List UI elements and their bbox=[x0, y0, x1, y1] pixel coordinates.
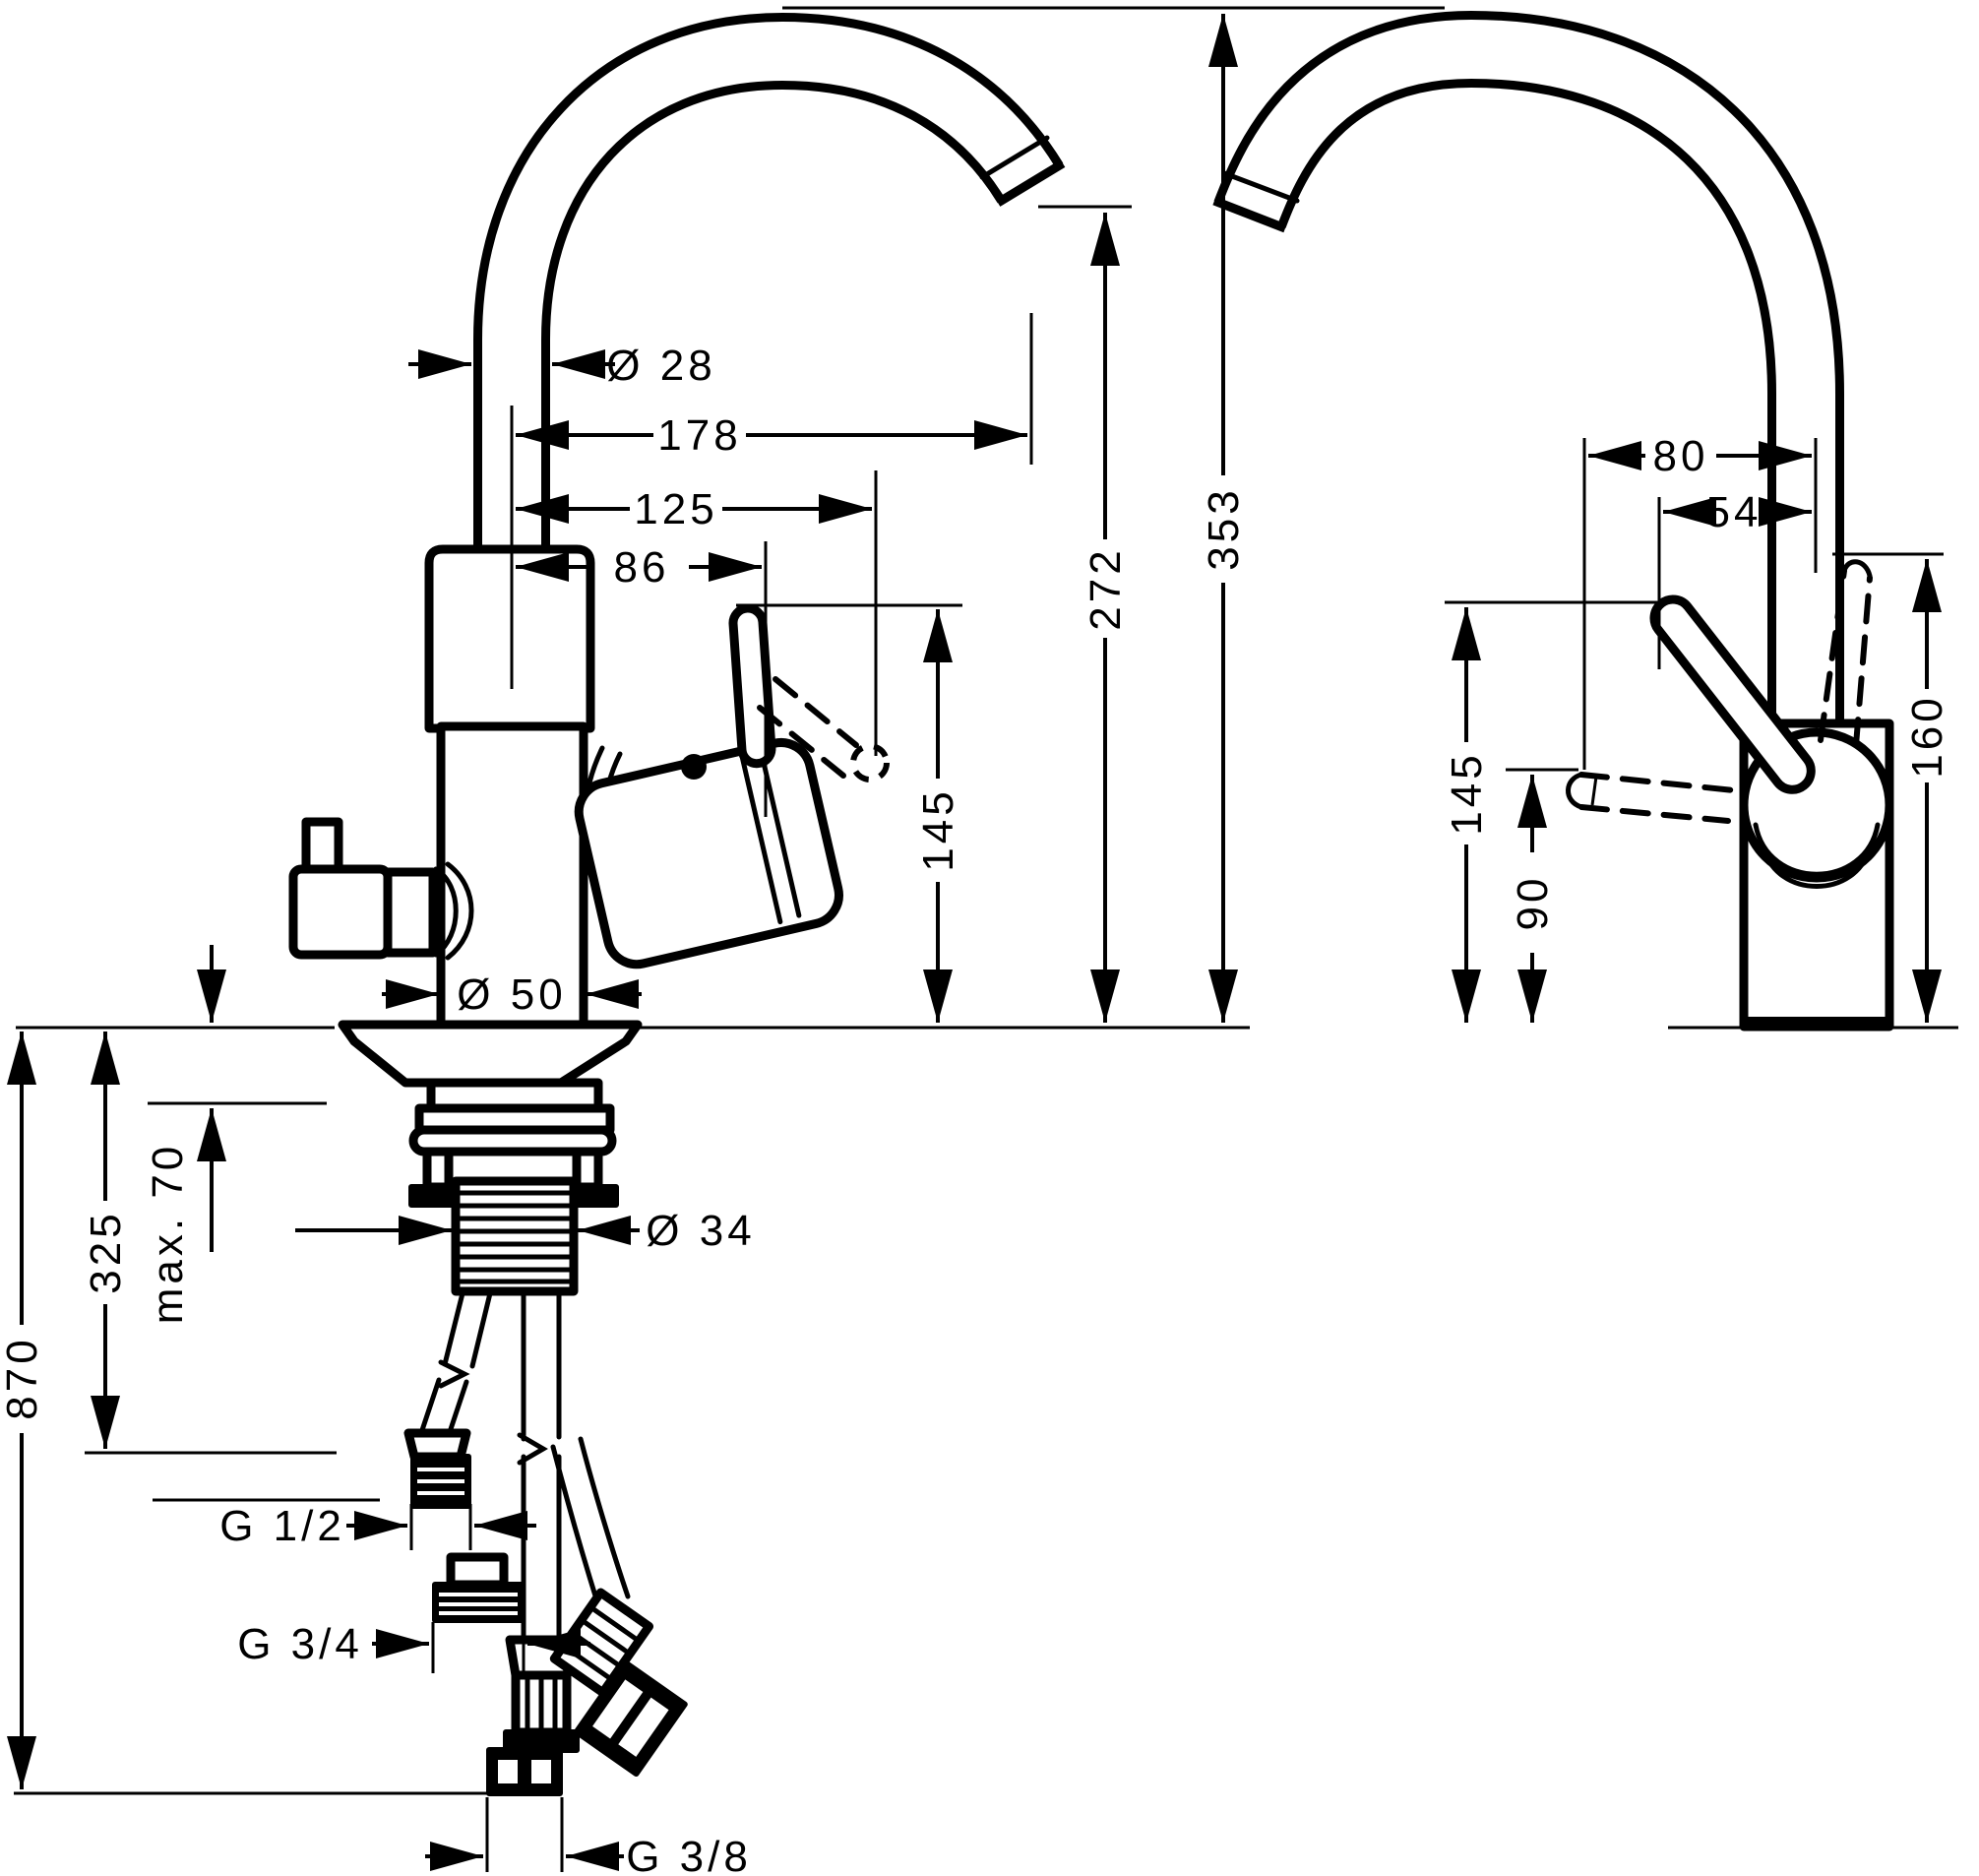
aerator-band-side bbox=[1221, 170, 1300, 204]
reference-lines bbox=[14, 6, 1958, 1872]
escutcheon bbox=[338, 1020, 643, 1088]
dimension-spout-outlet-height: 272 bbox=[1082, 213, 1130, 1023]
spout-side bbox=[1212, 10, 1844, 733]
dim-label-handle-top-height: 160 bbox=[1903, 694, 1951, 778]
dim-label-side-handle-offset: 80 bbox=[1653, 432, 1709, 480]
dimension-lever-height-front: 145 bbox=[914, 609, 962, 1023]
dimension-max-counter-thickness: max. 70 bbox=[144, 945, 226, 1325]
dimension-handle-top-height: 160 bbox=[1903, 559, 1951, 1023]
dim-label-spout-reach: 178 bbox=[657, 411, 741, 460]
dim-label-base-diameter: Ø 50 bbox=[457, 970, 566, 1019]
dimension-thread-g34: G 3/4 bbox=[237, 1620, 590, 1668]
dimension-connection-length: 325 bbox=[82, 1032, 130, 1449]
dimension-hose-length: 870 bbox=[0, 1032, 46, 1789]
dimension-thread-g38: G 3/8 bbox=[425, 1833, 752, 1876]
dimension-spout-diameter: Ø 28 bbox=[408, 342, 715, 390]
dim-label-thread-g34: G 3/4 bbox=[237, 1620, 363, 1668]
dim-label-shank-diameter: Ø 34 bbox=[646, 1207, 755, 1255]
hose-right bbox=[549, 1436, 688, 1778]
spout-outlet-cap-side bbox=[1212, 196, 1287, 233]
g34-adapter bbox=[432, 1552, 525, 1623]
dim-label-lever-swivel-reach: 125 bbox=[634, 485, 717, 533]
dimension-lever-swivel-reach: 125 bbox=[516, 485, 872, 533]
aerator-band-front bbox=[979, 135, 1050, 180]
dimension-total-height: 353 bbox=[1200, 14, 1248, 1023]
dim-label-thread-g38: G 3/8 bbox=[626, 1833, 752, 1876]
dim-label-hose-length: 870 bbox=[0, 1336, 46, 1419]
dim-label-connection-length: 325 bbox=[82, 1210, 130, 1293]
dimension-lever-tip-height: 145 bbox=[1443, 607, 1491, 1023]
faucet-body-front bbox=[424, 544, 595, 1030]
hose-center bbox=[486, 1290, 580, 1796]
front-view-drawing bbox=[288, 12, 1066, 1796]
dimension-lever-offset: 54 bbox=[1663, 488, 1812, 536]
lever-swivel-dashed bbox=[757, 676, 890, 782]
lever-rod-side bbox=[1649, 594, 1816, 794]
dimension-shank-diameter: Ø 34 bbox=[295, 1207, 755, 1255]
housing-dot bbox=[681, 754, 707, 780]
dimension-spout-reach: 178 bbox=[516, 411, 1027, 460]
dim-label-total-height: 353 bbox=[1200, 486, 1248, 570]
dimension-side-handle-height: 90 bbox=[1509, 775, 1557, 1023]
spout-front bbox=[473, 12, 1066, 569]
dim-label-lever-tip-height: 145 bbox=[1443, 751, 1491, 835]
side-handle-dashed bbox=[1566, 772, 1737, 824]
dimension-lever-reach: 86 bbox=[516, 543, 762, 592]
mounting-hardware bbox=[408, 1078, 619, 1296]
dimension-thread-g12: G 1/2 bbox=[219, 1502, 536, 1550]
dimension-side-handle-offset: 80 bbox=[1588, 432, 1812, 480]
hose-left bbox=[403, 1290, 493, 1509]
dim-label-lever-offset: 54 bbox=[1706, 488, 1763, 536]
dim-label-max-counter-thickness: max. 70 bbox=[144, 1143, 192, 1325]
dim-label-spout-diameter: Ø 28 bbox=[606, 342, 715, 390]
dim-label-side-handle-height: 90 bbox=[1509, 875, 1557, 931]
spout-outlet-cap-front bbox=[995, 159, 1066, 207]
side-view-drawing bbox=[1212, 10, 1894, 1032]
lever-vertical-dashed bbox=[1818, 559, 1873, 748]
side-valve-handle-front bbox=[288, 817, 474, 961]
shank-threads bbox=[457, 1190, 573, 1284]
dim-label-lever-reach: 86 bbox=[614, 543, 670, 592]
dimension-base-diameter: Ø 50 bbox=[382, 970, 642, 1019]
dim-label-thread-g12: G 1/2 bbox=[219, 1502, 345, 1550]
dim-label-lever-height-front: 145 bbox=[914, 787, 962, 871]
dim-label-spout-outlet-height: 272 bbox=[1082, 546, 1130, 630]
